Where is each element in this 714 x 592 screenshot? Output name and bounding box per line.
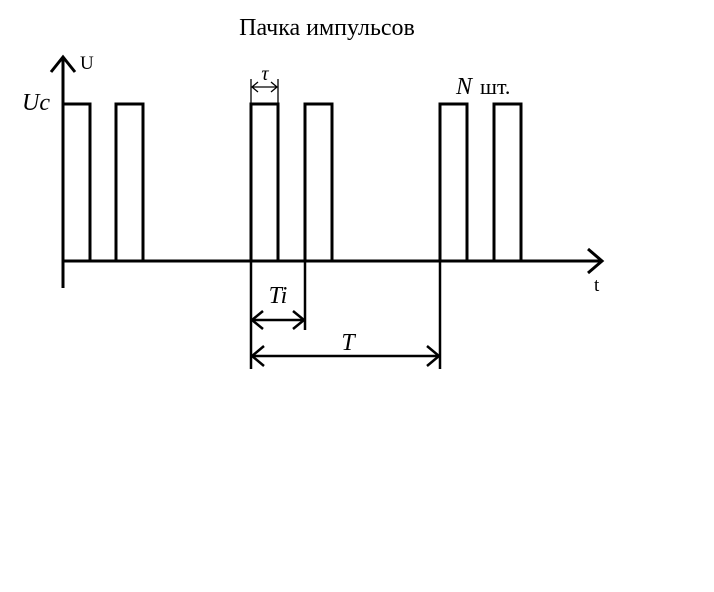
burst-1 — [63, 102, 145, 263]
diagram-title: Пачка импульсов — [239, 15, 415, 41]
pulse-period-annotation: Ti — [250, 261, 307, 330]
pulse-width-label: τ — [261, 63, 269, 85]
pulse-count-annotation: N шт. — [455, 74, 510, 100]
amplitude-label: Uc — [22, 90, 50, 116]
burst-2 — [249, 102, 334, 263]
burst-period-annotation: T — [249, 261, 442, 369]
y-axis-label: U — [80, 53, 94, 74]
x-axis-label: t — [594, 275, 600, 296]
pulse-train — [63, 102, 523, 263]
pulse-period-label: Ti — [269, 283, 288, 309]
y-axis: U — [49, 53, 94, 288]
burst-period-label: T — [341, 330, 356, 356]
pulse-count-suffix: шт. — [480, 74, 510, 99]
burst-3 — [438, 102, 523, 263]
x-axis-arrowhead — [587, 247, 605, 275]
y-axis-arrowhead — [49, 54, 77, 73]
pulse-width-annotation: τ — [250, 63, 279, 104]
pulse-count-symbol: N — [455, 74, 474, 100]
